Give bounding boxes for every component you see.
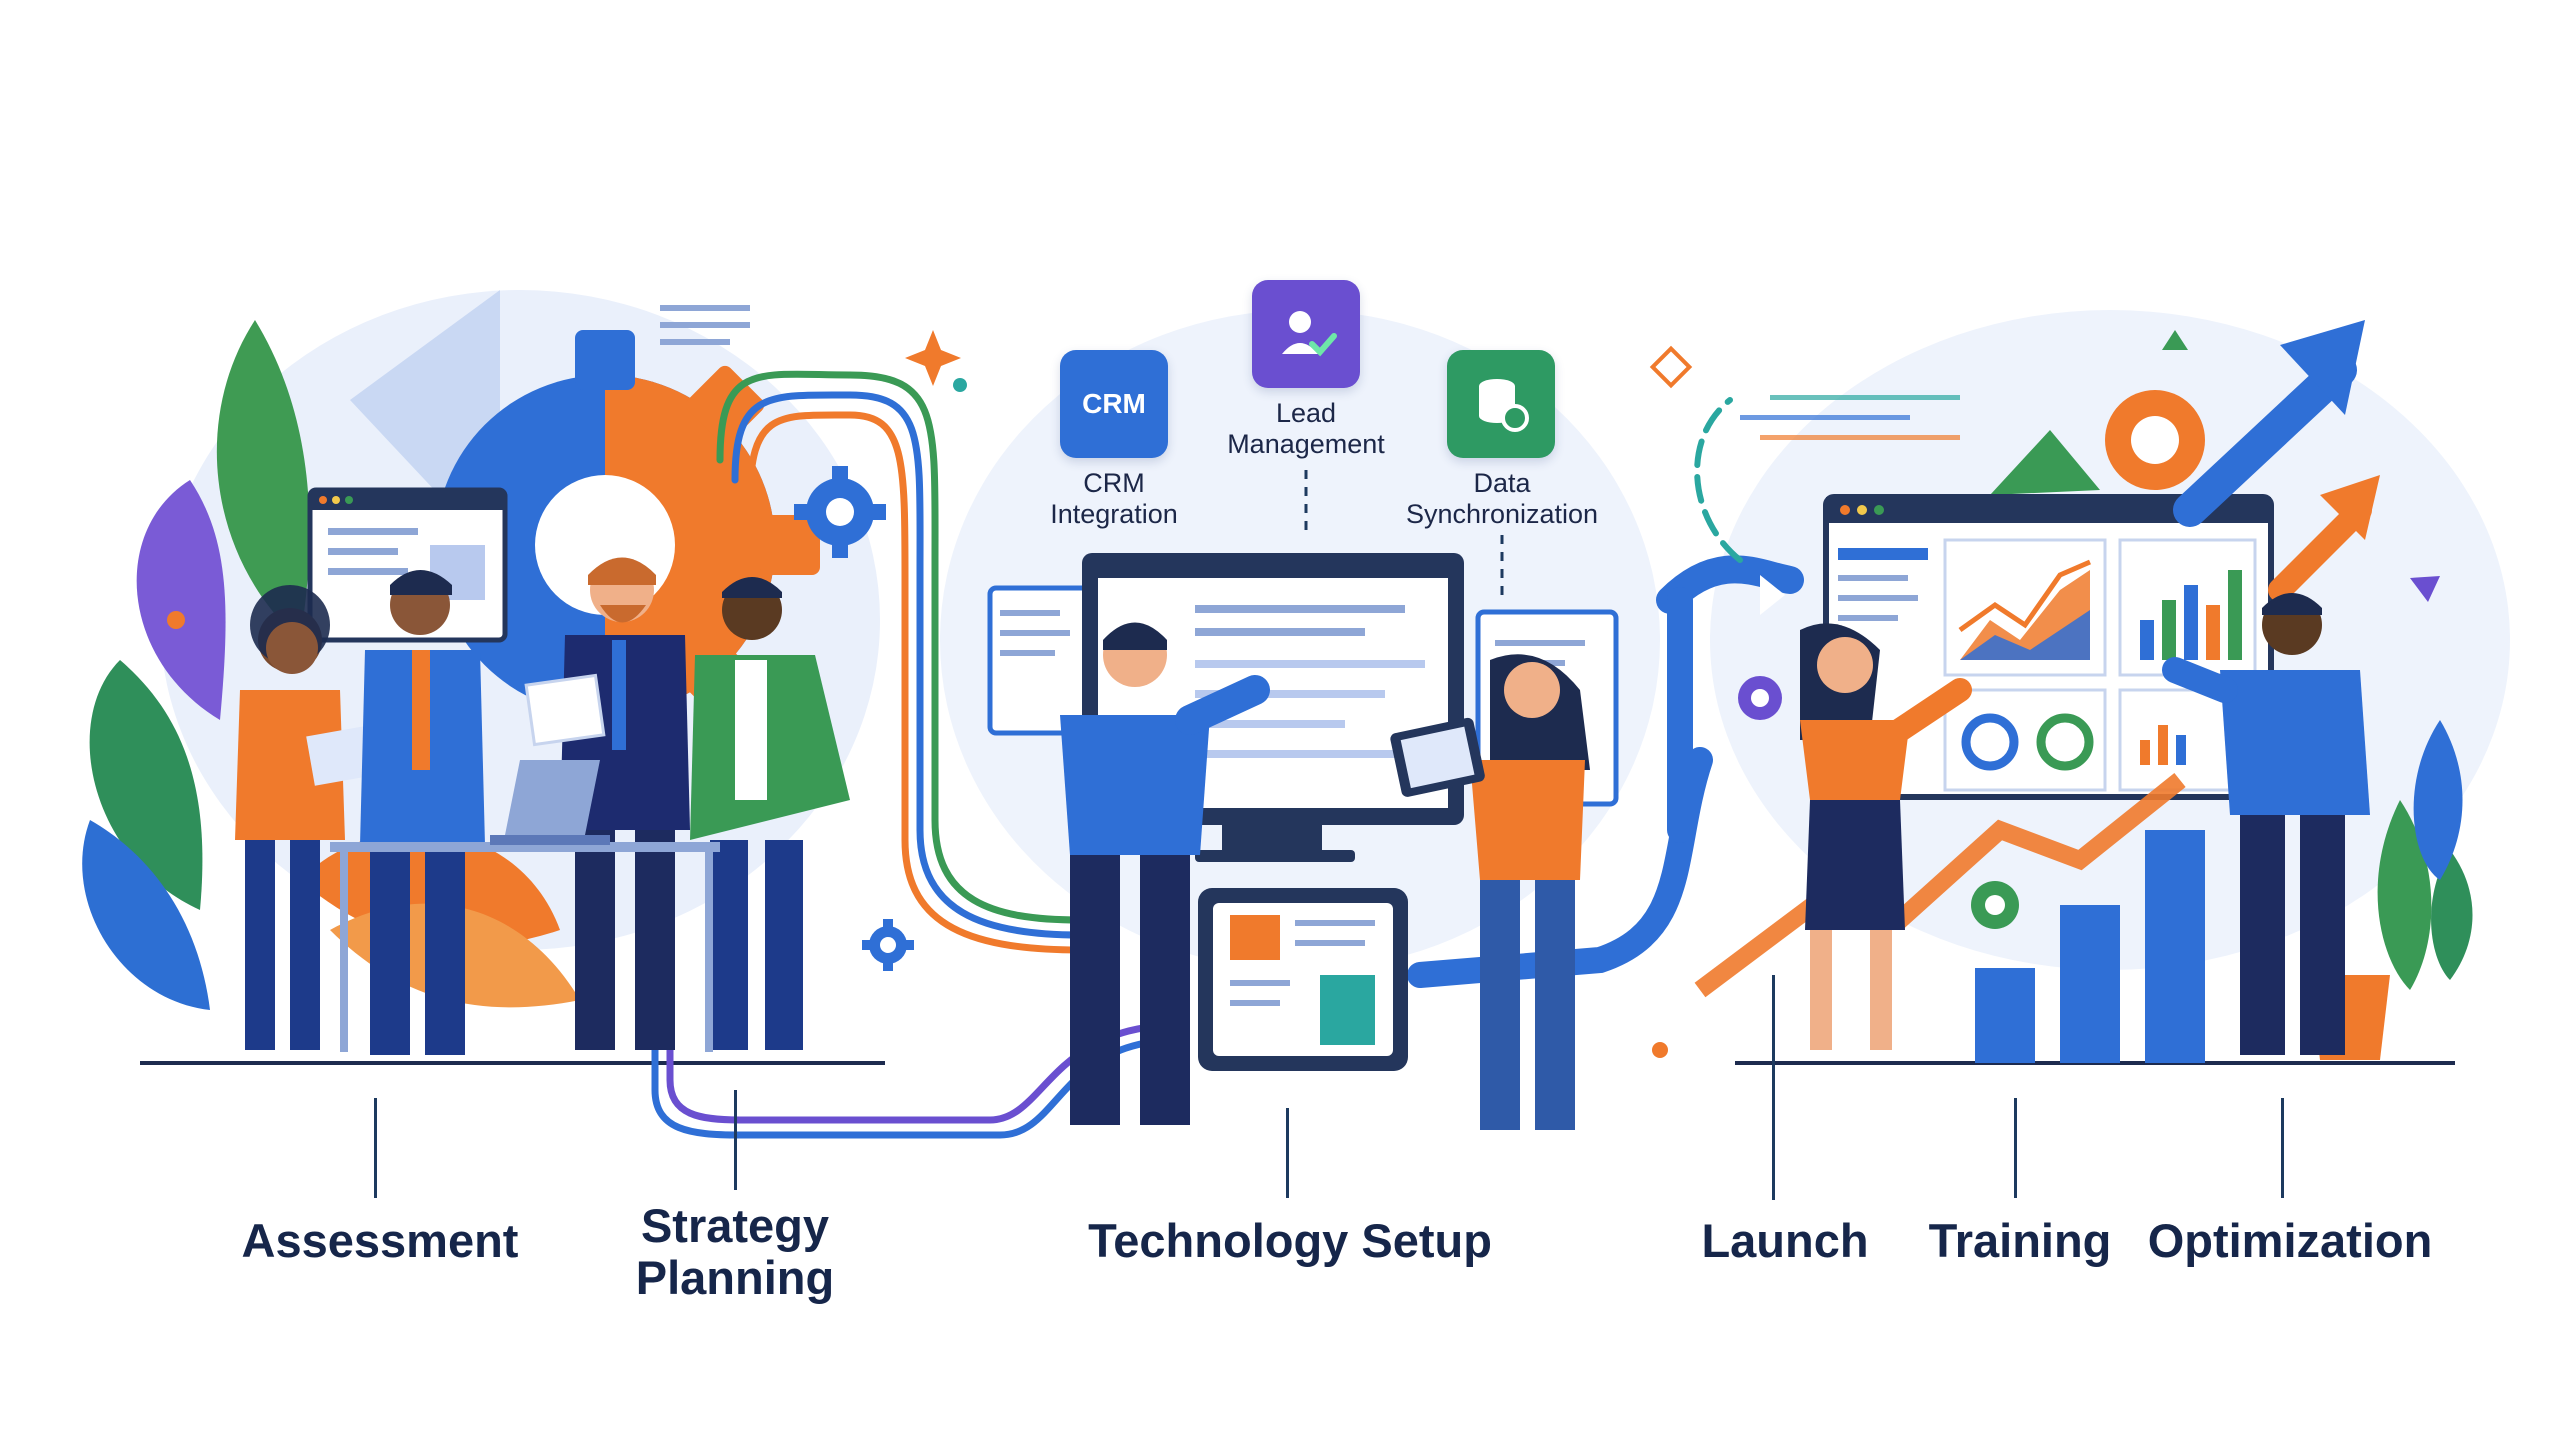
user-check-glyph: [1282, 311, 1337, 357]
database-sync-icon: [1447, 350, 1555, 458]
crm-badge: CRM: [1082, 388, 1146, 419]
arrow-head-flow: [1760, 575, 1785, 615]
browser-window-left: [307, 487, 508, 643]
people-right: [1800, 593, 2370, 1055]
growth-arrows: [1649, 320, 2440, 998]
stage-label-assessment: Assessment: [241, 1214, 519, 1267]
stage-line-assessment: [374, 1098, 377, 1198]
decor-left: [167, 305, 967, 629]
person-man-blue-suit: [360, 570, 485, 1055]
data-synchronization-caption: Data Synchronization: [1405, 468, 1599, 529]
stage-label-strategy-planning: Strategy Planning: [635, 1199, 835, 1304]
stage-line-optimization: [2281, 1098, 2284, 1198]
lead-management-caption: Lead Management: [1227, 398, 1385, 459]
crm-integration-caption: CRM Integration: [1050, 468, 1178, 529]
tablet-center: [1198, 888, 1408, 1071]
person-woman-left: [235, 585, 384, 1050]
crm-cloud-icon: CRM: [1060, 350, 1168, 458]
tool-connectors: [1304, 470, 1504, 600]
gear-teal-icon: [1971, 881, 2019, 929]
person-man-green-jacket: [690, 577, 850, 1050]
gear-small-icon-lower: [862, 919, 914, 971]
gear-small-icon-blue: [794, 466, 886, 558]
gear-purple-icon: [1738, 676, 1782, 720]
user-check-icon: [1252, 280, 1360, 388]
laptop-icon: [490, 760, 610, 845]
gear-orange-icon: [2105, 390, 2205, 490]
stage-line-strategy: [734, 1090, 737, 1190]
decor-dots: [1652, 395, 1960, 1058]
dashboard-right: [1823, 390, 2274, 800]
bar-graphic-right: [1975, 830, 2205, 1063]
stage-line-training: [2014, 1098, 2017, 1198]
stage-label-optimization: Optimization: [2147, 1214, 2433, 1267]
stage-label-technology-setup: Technology Setup: [1088, 1214, 1492, 1267]
mountain-shape: [1990, 430, 2100, 495]
stage-line-launch: [1772, 975, 1775, 1200]
people-left: [235, 557, 850, 1055]
person-man-dashboard-right: [2162, 593, 2370, 1055]
desk: [330, 842, 720, 852]
stage-label-training: Training: [1928, 1214, 2112, 1267]
person-man-pointing-monitor: [1060, 622, 1270, 1125]
database-sync-glyph: [1479, 379, 1529, 432]
person-woman-pointing-dashboard: [1800, 623, 1972, 1050]
person-woman-tablet: [1390, 654, 1590, 1130]
people-center: [1060, 622, 1590, 1130]
stage-label-launch: Launch: [1701, 1214, 1869, 1267]
stage-line-technology: [1286, 1108, 1289, 1198]
